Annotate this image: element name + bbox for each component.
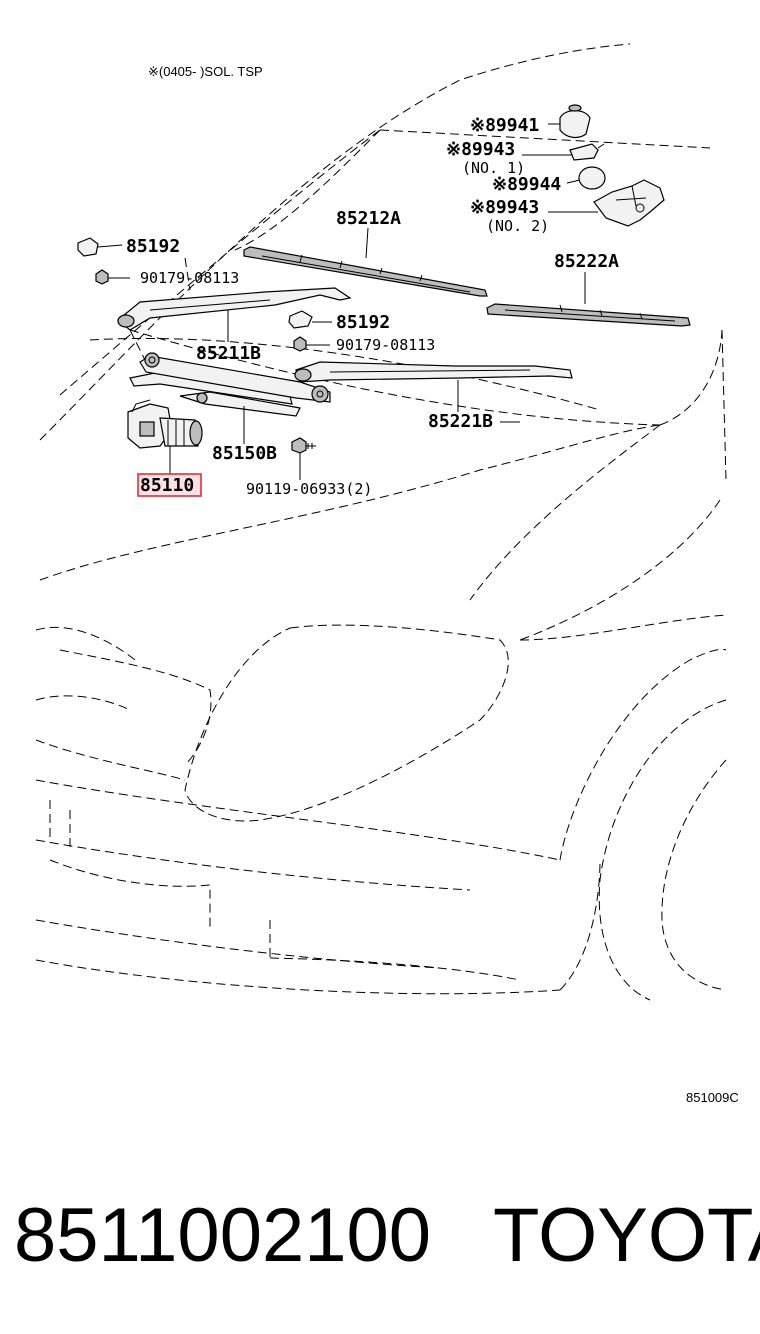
cap-85192-upper bbox=[77, 237, 99, 257]
label-85150b[interactable]: 85150B bbox=[212, 443, 277, 464]
label-85192-lower[interactable]: 85192 bbox=[336, 312, 390, 333]
label-89943-no2[interactable]: ※89943 bbox=[470, 197, 539, 218]
wiper-linkage-85150b bbox=[129, 352, 331, 417]
footer-caption: 8511002100 TOYOTA bbox=[14, 1188, 760, 1284]
wiper-arm-85211b bbox=[117, 287, 352, 331]
label-85222a[interactable]: 85222A bbox=[554, 251, 619, 272]
wiper-blade-85222a bbox=[486, 303, 691, 327]
label-89941[interactable]: ※89941 bbox=[470, 115, 539, 136]
label-85192-upper[interactable]: 85192 bbox=[126, 236, 180, 257]
nut-90179-lower bbox=[293, 336, 307, 352]
nozzle-89941 bbox=[559, 104, 591, 139]
label-90179-upper[interactable]: 90179-08113 bbox=[140, 269, 239, 287]
label-90119[interactable]: 90119-06933(2) bbox=[246, 480, 372, 498]
car-body-outline bbox=[35, 43, 727, 1001]
label-89943-no1-sub: (NO. 1) bbox=[462, 159, 525, 177]
cap-85192-lower bbox=[288, 310, 313, 329]
diagram-code: 851009C bbox=[686, 1090, 739, 1105]
footer-part-number: 8511002100 bbox=[14, 1193, 432, 1278]
label-85110[interactable]: 85110 bbox=[140, 475, 194, 496]
label-85212a[interactable]: 85212A bbox=[336, 208, 401, 229]
wiper-blade-85212a bbox=[243, 246, 488, 297]
cap-89944 bbox=[578, 166, 606, 190]
label-89944[interactable]: ※89944 bbox=[492, 174, 561, 195]
label-85211b[interactable]: 85211B bbox=[196, 343, 261, 364]
nut-90179-upper bbox=[95, 269, 109, 285]
hose-joint-89943-no1 bbox=[569, 143, 605, 161]
wiper-arm-85221b bbox=[294, 361, 573, 383]
header-note: ※(0405- )SOL. TSP bbox=[148, 64, 263, 79]
bracket-89943-no2 bbox=[593, 179, 665, 227]
wiper-motor-85110 bbox=[127, 399, 203, 449]
footer-brand: TOYOTA bbox=[493, 1193, 760, 1278]
leader-lines bbox=[97, 123, 598, 480]
label-90179-lower[interactable]: 90179-08113 bbox=[336, 336, 435, 354]
label-89943-no2-sub: (NO. 2) bbox=[486, 217, 549, 235]
label-85221b[interactable]: 85221B bbox=[428, 411, 493, 432]
bolt-90119 bbox=[291, 437, 316, 454]
highlight-box-85110 bbox=[137, 473, 202, 497]
label-89943-no1[interactable]: ※89943 bbox=[446, 139, 515, 160]
